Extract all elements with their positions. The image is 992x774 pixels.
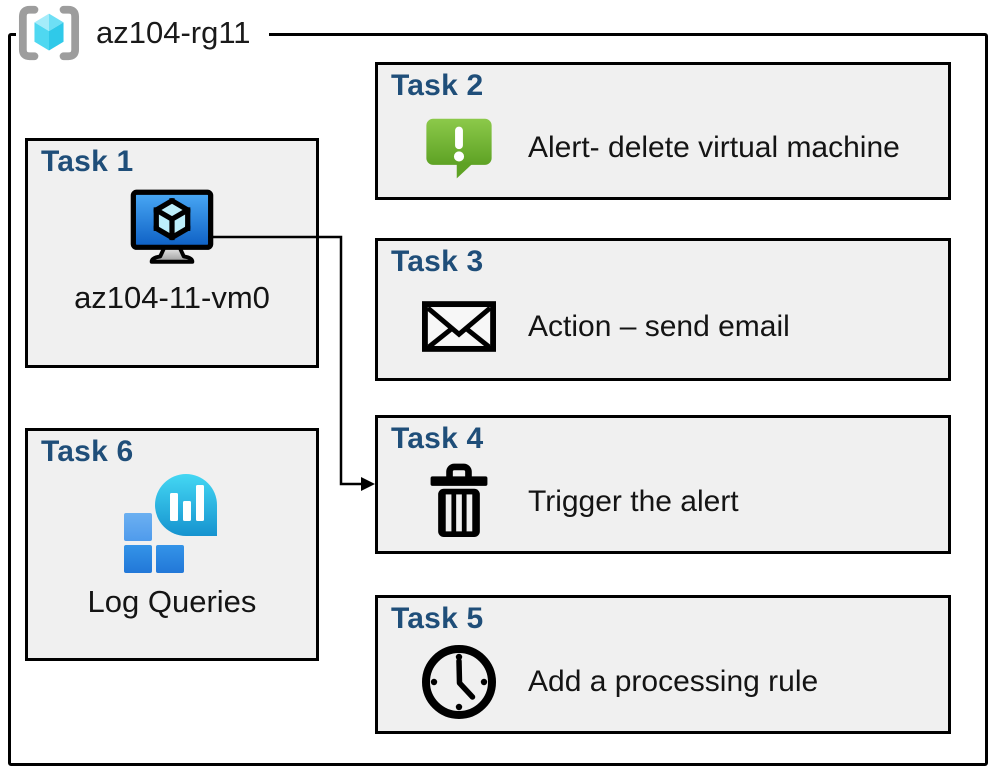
task-1-title: Task 1 — [41, 145, 134, 178]
trash-icon — [418, 463, 500, 541]
task-3-title: Task 3 — [391, 245, 484, 278]
task-6-label: Log Queries — [87, 584, 257, 619]
vm-name-label: az104-11-vm0 — [74, 280, 270, 315]
resource-group-icon — [18, 5, 80, 61]
task-5-label: Add a processing rule — [528, 664, 819, 698]
task-4-title: Task 4 — [391, 422, 484, 455]
resource-group-header: az104-rg11 — [16, 4, 269, 62]
task-box-5: Task 5 Add a processing rule — [375, 595, 951, 734]
task-2-label: Alert- delete virtual machine — [528, 131, 900, 164]
task-box-3: Task 3 Action – send email — [375, 238, 951, 381]
task-2-title: Task 2 — [391, 69, 484, 102]
virtual-machine-icon — [28, 189, 316, 270]
task-5-title: Task 5 — [391, 602, 484, 635]
task-box-6: Task 6 Log Queries — [25, 428, 319, 661]
email-envelope-icon — [418, 301, 500, 352]
task-box-2: Task 2 Alert- delete virtual machine — [375, 62, 951, 200]
task-3-label: Action – send email — [528, 309, 790, 343]
task-6-title: Task 6 — [41, 435, 134, 468]
task-box-1: Task 1 az104-11-vm0 — [25, 138, 319, 368]
alert-message-icon — [418, 113, 500, 183]
task-4-label: Trigger the alert — [528, 484, 739, 518]
log-analytics-icon — [28, 471, 316, 582]
task-box-4: Task 4 Trigger the alert — [375, 415, 951, 554]
clock-icon — [418, 642, 500, 722]
resource-group-name: az104-rg11 — [96, 15, 251, 50]
